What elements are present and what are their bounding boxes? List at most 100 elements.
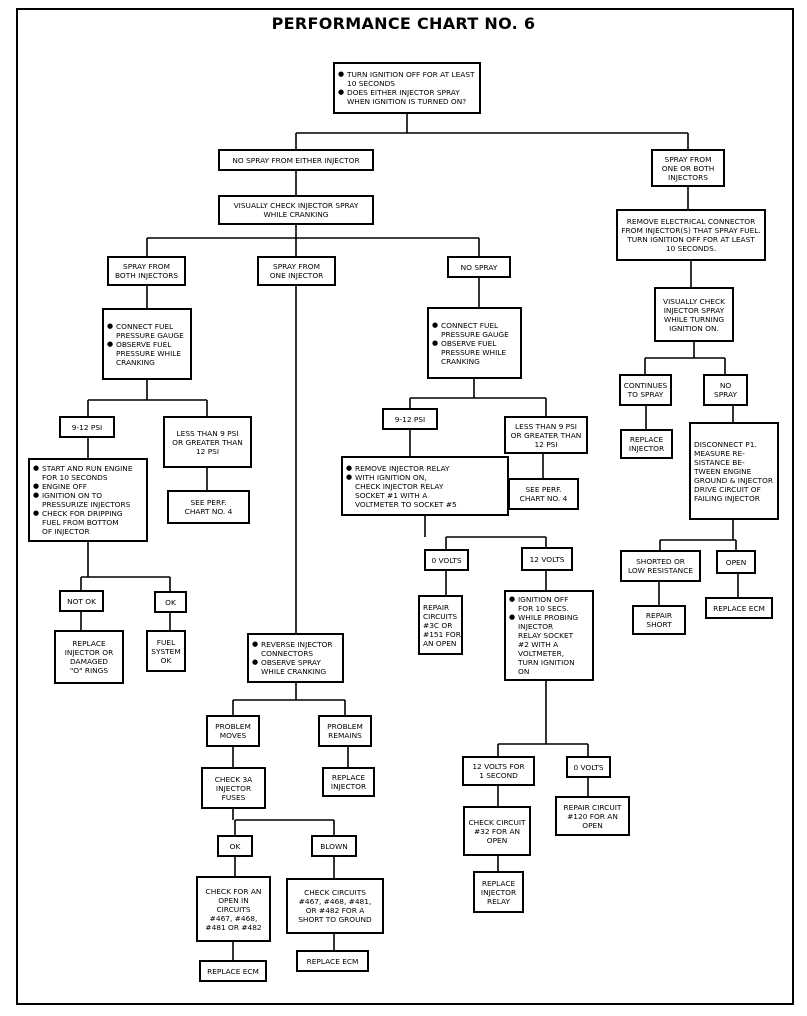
node-text: OPEN bbox=[582, 820, 603, 830]
step-text: PRESSURIZE INJECTORS bbox=[42, 500, 131, 509]
bullet-icon: ● bbox=[33, 464, 40, 472]
step-text: REVERSE INJECTOR bbox=[261, 640, 333, 649]
node-text: 12 VOLTS bbox=[529, 554, 565, 564]
node-text: MOVES bbox=[219, 731, 247, 740]
step-text: PRESSURE GAUGE bbox=[116, 330, 184, 340]
node-text: SISTANCE BE- bbox=[694, 457, 745, 467]
node-text: REPLACE ECM bbox=[207, 966, 259, 976]
node-text: MEASURE RE- bbox=[694, 448, 745, 458]
step-text: ON bbox=[518, 667, 530, 676]
node-text: CHART NO. 4 bbox=[519, 494, 568, 503]
node-text: INJECTOR bbox=[330, 782, 367, 791]
node-text: SHORTED OR bbox=[636, 557, 685, 566]
node-text: #467, #468, #481, bbox=[298, 897, 372, 906]
node-text: CHECK 3A bbox=[214, 774, 253, 784]
step-text: START AND RUN ENGINE bbox=[42, 464, 133, 473]
node-text: #32 FOR AN bbox=[473, 826, 521, 836]
node-text: NOT OK bbox=[67, 596, 96, 606]
node-replace-ecm-a: REPLACE ECM bbox=[199, 960, 267, 982]
step-text: OBSERVE FUEL bbox=[441, 338, 497, 348]
step-text: CONNECTORS bbox=[261, 649, 314, 658]
step-text: INJECTOR bbox=[518, 622, 554, 631]
node-text: #481 OR #482 bbox=[205, 922, 262, 932]
node-text: OPEN bbox=[486, 835, 508, 845]
node-text: 9-12 PSI bbox=[71, 422, 103, 432]
node-text: SPRAY FROM bbox=[273, 262, 320, 271]
node-text: REPLACE ECM bbox=[713, 603, 765, 613]
step-text: FOR 10 SECONDS bbox=[42, 473, 108, 482]
bullet-icon: ● bbox=[107, 339, 114, 348]
step-text: ENGINE OFF bbox=[42, 482, 87, 491]
bullet-icon: ● bbox=[509, 595, 516, 603]
node-text: SHORT bbox=[646, 620, 672, 629]
step-text: CONNECT FUEL bbox=[441, 320, 499, 330]
step-text: PRESSURE GAUGE bbox=[441, 329, 509, 339]
node-text: OPEN bbox=[725, 557, 747, 567]
step-text: WHILE PROBING bbox=[518, 613, 579, 622]
bullet-icon: ● bbox=[252, 658, 259, 666]
node-text: CHECK FOR AN bbox=[205, 886, 262, 896]
node-text: INJECTOR bbox=[480, 887, 517, 897]
step-text: CHECK FOR DRIPPING bbox=[42, 509, 123, 518]
node-text: WHILE CRANKING bbox=[263, 210, 329, 219]
step-text: CRANKING bbox=[441, 356, 480, 366]
node-text: INJECTOR bbox=[628, 444, 665, 453]
node-text: LOW RESISTANCE bbox=[627, 566, 694, 575]
step-text: OF INJECTOR bbox=[42, 527, 90, 536]
node-text: REMOVE ELECTRICAL CONNECTOR bbox=[626, 217, 756, 226]
step-text: CONNECT FUEL bbox=[116, 321, 174, 331]
node-text: PROBLEM bbox=[327, 722, 363, 731]
node-check-circuits: CHECK CIRCUITS#467, #468, #481,OR #482 F… bbox=[286, 878, 384, 934]
step-text: TURN IGNITION OFF FOR AT LEAST bbox=[347, 70, 475, 79]
node-text: PROBLEM bbox=[215, 722, 251, 731]
node-text: SPRAY FROM bbox=[123, 262, 170, 271]
bullet-icon: ● bbox=[346, 463, 353, 472]
step-text: PRESSURE WHILE bbox=[441, 347, 507, 357]
node-text: REPLACE bbox=[481, 878, 516, 888]
node-see-perf-left: SEE PERF.CHART NO. 4 bbox=[167, 490, 250, 524]
step-text: TURN IGNITION bbox=[518, 658, 575, 667]
step-text: WITH IGNITION ON, bbox=[355, 472, 427, 482]
node-replace-ecm-right: REPLACE ECM bbox=[705, 597, 773, 619]
node-text: OR GREATER THAN bbox=[510, 430, 582, 440]
bullet-icon: ● bbox=[432, 338, 439, 347]
step-text: #2 WITH A bbox=[518, 640, 559, 649]
node-text: OPEN IN bbox=[218, 895, 249, 905]
node-text: "O" RINGS bbox=[69, 666, 109, 675]
node-text: NO SPRAY FROM EITHER INJECTOR bbox=[232, 155, 360, 165]
step-text: OBSERVE SPRAY bbox=[261, 658, 321, 667]
node-text: CHECK CIRCUIT bbox=[468, 817, 526, 827]
node-text: REPAIR CIRCUIT bbox=[563, 802, 622, 812]
step-text: 10 SECONDS bbox=[347, 79, 396, 88]
node-text: 10 SECONDS. bbox=[665, 244, 717, 253]
step-text: VOLTMETER, bbox=[518, 649, 565, 658]
bullet-item: ●ENGINE OFF bbox=[33, 482, 143, 491]
node-ok-mid: OK bbox=[217, 835, 253, 857]
node-text: WHILE TURNING bbox=[663, 314, 725, 324]
node-text: REPLACE ECM bbox=[306, 956, 359, 966]
